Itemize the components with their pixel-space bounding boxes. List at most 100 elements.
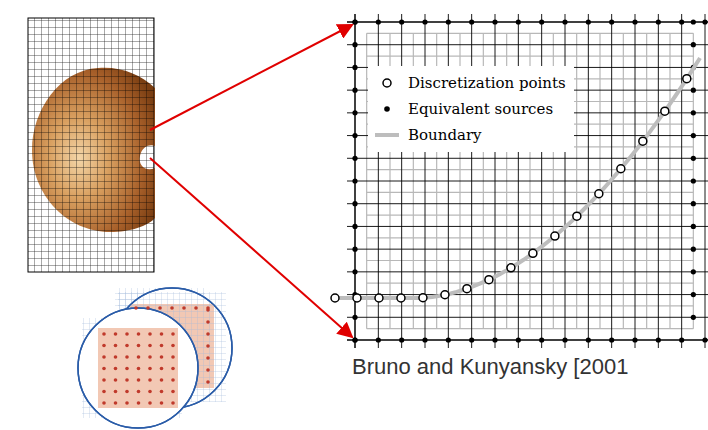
grid-dot (148, 367, 152, 371)
equivalent-source (422, 19, 427, 24)
legend-sample (383, 79, 391, 87)
equivalent-source (516, 337, 521, 342)
equivalent-source (399, 19, 404, 24)
equivalent-source (352, 247, 357, 252)
equivalent-source (376, 19, 381, 24)
coarse-line (367, 260, 694, 261)
grid-dot (137, 344, 141, 348)
kidney-figure (28, 18, 155, 272)
grid-dot (148, 390, 152, 394)
grid-dot (160, 332, 164, 336)
discretization-point (617, 165, 625, 173)
grid-dot (171, 332, 175, 336)
equivalent-source (691, 201, 696, 206)
equivalent-source (609, 337, 614, 342)
discretization-point (419, 294, 427, 302)
coarse-line (367, 237, 694, 238)
legend-text: Boundary (408, 126, 482, 144)
grid-dot (102, 367, 106, 371)
legend-sample (374, 75, 400, 91)
equivalent-source (446, 19, 451, 24)
coarse-line (367, 169, 694, 170)
discretization-point (353, 294, 361, 302)
equivalent-source (352, 224, 357, 229)
grid-line (347, 181, 708, 182)
legend-entry: Discretization points (374, 70, 566, 96)
discretization-point (463, 285, 471, 293)
equivalent-source (352, 178, 357, 183)
equivalent-source (446, 337, 451, 342)
grid-dot (148, 401, 152, 405)
coarse-line (367, 33, 694, 34)
grid-dot (134, 306, 138, 310)
grid-dot (102, 401, 106, 405)
citation-label: Bruno and Kunyansky [2001 (352, 354, 628, 380)
equivalent-source (691, 88, 696, 93)
grid-dot (114, 344, 118, 348)
discretization-point (397, 294, 405, 302)
equivalent-source (376, 337, 381, 342)
grid-dot (125, 355, 129, 359)
grid-dot (137, 401, 141, 405)
grid-dot (102, 332, 106, 336)
discretization-point (507, 264, 515, 272)
discretization-point (441, 291, 449, 299)
equivalent-source (691, 110, 696, 115)
equivalent-source (352, 269, 357, 274)
discretization-point (551, 232, 559, 240)
grid-dot (114, 367, 118, 371)
grid-line (347, 203, 708, 204)
grid-dot (114, 355, 118, 359)
equivalent-source (691, 247, 696, 252)
equivalent-source (516, 19, 521, 24)
grid-dot (102, 390, 106, 394)
grid-dot (137, 378, 141, 382)
grid-dot (146, 306, 150, 310)
grid-dot (102, 355, 106, 359)
equivalent-source (679, 337, 684, 342)
equivalent-source (691, 315, 696, 320)
grid-dot (206, 368, 210, 372)
legend-entry: Equivalent sources (374, 96, 566, 122)
equivalent-source (679, 19, 684, 24)
grid-dot (206, 344, 210, 348)
grid-dot (160, 378, 164, 382)
equivalent-source (691, 269, 696, 274)
equivalent-source (691, 19, 696, 24)
grid-dot (206, 306, 210, 310)
discretization-point (573, 212, 581, 220)
coarse-line (367, 55, 694, 56)
equivalent-source (586, 337, 591, 342)
legend-sample (375, 133, 399, 137)
grid-dot (137, 332, 141, 336)
equivalent-source (492, 337, 497, 342)
equivalent-source (352, 19, 357, 24)
equivalent-source (562, 337, 567, 342)
grid-dot (125, 332, 129, 336)
equivalent-source (492, 19, 497, 24)
grid-dot (137, 390, 141, 394)
grid-dot (160, 367, 164, 371)
equivalent-source (691, 42, 696, 47)
grid-points (102, 306, 210, 405)
discretization-point (683, 75, 691, 83)
grid-dot (125, 390, 129, 394)
grid-line (347, 226, 708, 227)
legend-text: Equivalent sources (408, 100, 553, 118)
discretization-point (375, 294, 383, 302)
equivalent-source (352, 19, 357, 24)
grid-dot (182, 306, 186, 310)
equivalent-source (352, 42, 357, 47)
zoom-arrow (150, 25, 352, 130)
legend-text: Discretization points (408, 74, 566, 92)
discretization-point (485, 276, 493, 284)
grid-dot (171, 378, 175, 382)
grid-dot (206, 356, 210, 360)
grid-line (347, 317, 708, 318)
grid-dot (148, 332, 152, 336)
equivalent-source (352, 65, 357, 70)
equivalent-source (399, 337, 404, 342)
equivalent-source (702, 19, 707, 24)
discretization-point (639, 137, 647, 145)
grid-line (347, 158, 708, 159)
